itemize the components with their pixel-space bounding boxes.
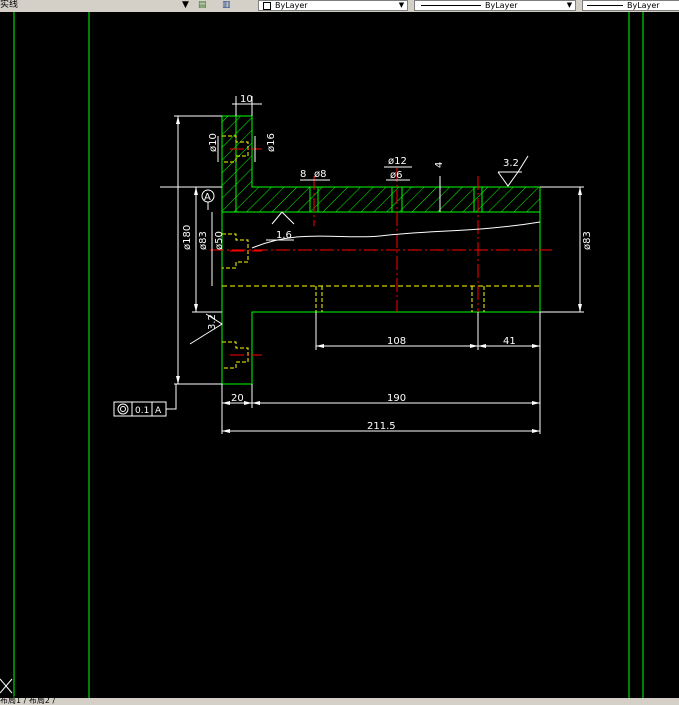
roughness-top: 3.2 — [503, 158, 519, 169]
tolerance-value: 0.1 — [135, 406, 149, 416]
layer-state-icon[interactable]: ▤ — [198, 0, 207, 10]
top-holes — [309, 187, 483, 212]
chevron-down-icon[interactable]: ▼ — [398, 1, 405, 9]
dim-41: 41 — [503, 336, 516, 347]
drawing-frame — [13, 12, 644, 698]
centerlines — [210, 148, 552, 356]
dimension-lines — [160, 96, 584, 434]
datum-label: A — [204, 192, 211, 203]
linetype-combo-value: ByLayer — [485, 1, 518, 10]
color-combo-value: ByLayer — [275, 1, 308, 10]
dim-10: 10 — [240, 94, 253, 105]
dim-dia12: ø12 — [388, 156, 407, 167]
dim-108: 108 — [387, 336, 406, 347]
dim-211-5: 211.5 — [367, 421, 396, 432]
break-line — [251, 221, 541, 249]
dim-dia180: ø180 — [182, 225, 193, 250]
dim-20: 20 — [231, 393, 244, 404]
roughness-bore: 1.6 — [276, 230, 292, 241]
feature-control-frame — [113, 384, 177, 417]
dim-dia10: ø10 — [208, 133, 219, 152]
linetype-name: 实线 — [0, 0, 19, 10]
layout-tabs[interactable]: 布局1 / 布局2 / — [0, 696, 56, 705]
lineweight-combo-value: ByLayer — [627, 1, 660, 10]
dim-dia83-left: ø83 — [198, 231, 209, 250]
layout-tabs-bar[interactable]: 布局1 / 布局2 / — [0, 696, 679, 705]
dim-dia83-right: ø83 — [582, 231, 593, 250]
tolerance-datum: A — [155, 406, 162, 416]
drawing-svg[interactable]: 10 ø10 ø16 8 ø8 ø12 ø6 4 3.2 1.6 3.2 A ø… — [0, 12, 679, 698]
dim-dia8: ø8 — [314, 169, 326, 180]
lineweight-combo[interactable]: ByLayer — [582, 0, 679, 11]
properties-toolbar: 实线 ▼ ▤ ▥ ByLayer ▼ ByLayer ▼ ByLayer — [0, 0, 679, 13]
color-combo[interactable]: ByLayer ▼ — [258, 0, 408, 11]
dim-dia6: ø6 — [390, 170, 402, 181]
drawing-canvas[interactable]: 10 ø10 ø16 8 ø8 ø12 ø6 4 3.2 1.6 3.2 A ø… — [0, 12, 679, 698]
surface-roughness-symbols — [189, 155, 529, 345]
roughness-left: 3.2 — [207, 314, 218, 330]
layer-dropdown-arrow[interactable]: ▼ — [182, 0, 189, 10]
linetype-preview — [421, 5, 481, 6]
dimension-arrows — [176, 116, 582, 433]
dimension-text: 10 ø10 ø16 8 ø8 ø12 ø6 4 3.2 1.6 3.2 A ø… — [135, 94, 593, 432]
dim-190: 190 — [387, 393, 406, 404]
color-swatch-icon — [263, 2, 271, 10]
dim-8: 8 — [300, 169, 306, 180]
section-hatch — [222, 116, 540, 212]
linetype-combo[interactable]: ByLayer ▼ — [414, 0, 576, 11]
dim-dia50: ø50 — [214, 231, 225, 250]
chevron-down-icon[interactable]: ▼ — [566, 1, 573, 9]
bolt-holes — [222, 135, 485, 369]
lineweight-preview — [587, 5, 623, 6]
dim-4: 4 — [434, 162, 445, 168]
layer-manager-icon[interactable]: ▥ — [222, 0, 231, 10]
dim-dia16: ø16 — [266, 133, 277, 152]
